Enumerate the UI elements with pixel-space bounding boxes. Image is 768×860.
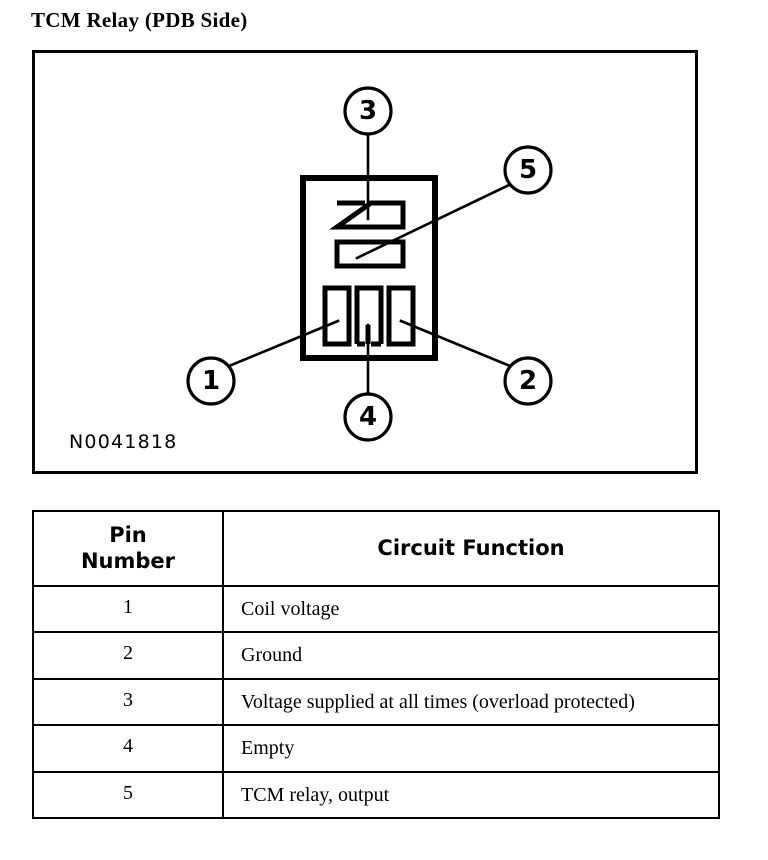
callout-label-2: 2	[519, 366, 537, 396]
callout-label-1: 1	[202, 366, 220, 396]
terminal-pin-3	[329, 200, 406, 230]
callout-5[interactable]: 5	[503, 145, 553, 195]
relay-body	[300, 175, 438, 361]
header-circuit-function: Circuit Function	[222, 509, 720, 588]
cell-pin-number: 2	[32, 631, 224, 680]
callout-label-5: 5	[519, 155, 537, 185]
cell-circuit-function: Coil voltage	[222, 585, 720, 634]
table-row: 5 TCM relay, output	[32, 770, 720, 820]
relay-diagram: 3 5 1 2 4	[186, 86, 553, 442]
cell-pin-number: 3	[32, 677, 224, 727]
leader-line-2	[399, 319, 512, 368]
callout-group: 3 5 1 2 4	[186, 86, 553, 442]
page-title: TCM Relay (PDB Side)	[31, 8, 248, 32]
callout-4[interactable]: 4	[343, 392, 393, 442]
callout-2[interactable]: 2	[503, 356, 553, 406]
callout-3[interactable]: 3	[343, 86, 393, 136]
pin-function-table: Pin Number Circuit Function 1 Coil volta…	[32, 509, 720, 820]
table-header-row: Pin Number Circuit Function	[32, 509, 720, 588]
relay-diagram-frame: 3 5 1 2 4 N0041818	[32, 50, 698, 474]
table-row: 2 Ground	[32, 631, 720, 680]
figure-code-label: N0041818	[69, 431, 178, 453]
callout-label-3: 3	[359, 96, 377, 126]
cell-circuit-function: Voltage supplied at all times (overload …	[222, 677, 720, 727]
table-row: 3 Voltage supplied at all times (overloa…	[32, 677, 720, 727]
terminal-pin-4	[354, 285, 384, 347]
terminal-pin-1	[322, 285, 352, 347]
leader-line-1	[227, 319, 340, 368]
cell-pin-number: 5	[32, 770, 224, 820]
header-pin-number-line1: Pin	[109, 523, 147, 547]
cell-circuit-function: TCM relay, output	[222, 770, 720, 820]
callout-label-4: 4	[359, 402, 377, 432]
callout-1[interactable]: 1	[186, 356, 236, 406]
cell-circuit-function: Empty	[222, 724, 720, 773]
table-row: 4 Empty	[32, 724, 720, 773]
terminal-pin-5	[334, 239, 406, 269]
terminal-pin-2	[386, 285, 416, 347]
header-pin-number-line2: Number	[80, 549, 176, 574]
header-pin-number: Pin Number	[32, 509, 224, 588]
cell-circuit-function: Ground	[222, 631, 720, 680]
cell-pin-number: 4	[32, 724, 224, 773]
cell-pin-number: 1	[32, 585, 224, 634]
table-body: 1 Coil voltage 2 Ground 3 Voltage suppli…	[32, 585, 720, 820]
table-row: 1 Coil voltage	[32, 585, 720, 634]
